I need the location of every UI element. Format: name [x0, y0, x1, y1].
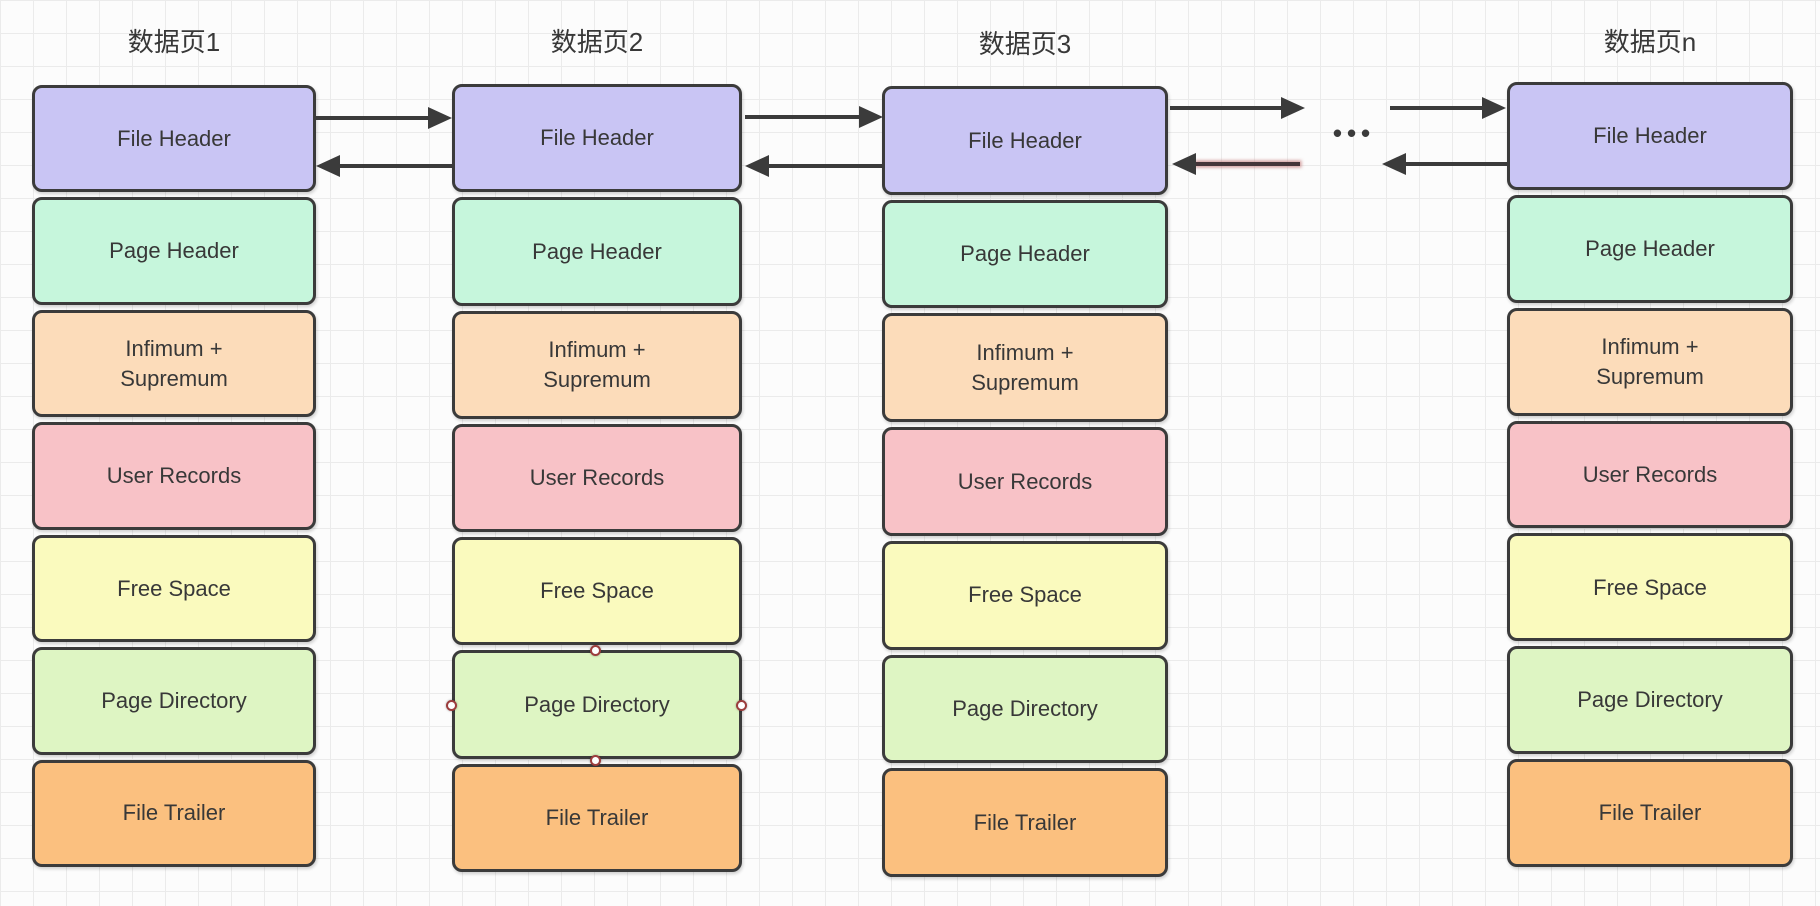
- pagen-column: File Header Page Header Infimum + Suprem…: [1507, 82, 1793, 868]
- block-label: Page Directory: [524, 691, 670, 717]
- page2-title[interactable]: 数据页2: [550, 27, 644, 57]
- block-label: Page Directory: [952, 696, 1098, 722]
- block-label: Infimum + Supremum: [1596, 333, 1704, 389]
- arrow-prev-page2-to-page1[interactable]: [340, 164, 452, 168]
- block-label: Infimum + Supremum: [120, 335, 228, 391]
- page1-page-header-block[interactable]: Page Header: [32, 197, 316, 305]
- block-label: Free Space: [968, 582, 1082, 608]
- page1-column: File Header Page Header Infimum + Suprem…: [32, 85, 316, 867]
- block-label: User Records: [1582, 461, 1718, 487]
- resize-handle-bottom[interactable]: [590, 755, 601, 766]
- pagen-title[interactable]: 数据页n: [1603, 27, 1697, 57]
- block-label: File Header: [968, 127, 1082, 153]
- page2-user-records-block[interactable]: User Records: [452, 423, 742, 533]
- page3-page-directory-block[interactable]: Page Directory: [882, 654, 1168, 764]
- ellipsis-dots[interactable]: •••: [1332, 118, 1376, 148]
- page1-file-trailer-block[interactable]: File Trailer: [32, 759, 316, 867]
- block-label: Infimum + Supremum: [971, 340, 1079, 395]
- arrow-prev-page3-to-page2[interactable]: [769, 164, 883, 168]
- block-label: User Records: [529, 465, 665, 491]
- block-label: Free Space: [540, 578, 654, 604]
- block-label: File Trailer: [1598, 800, 1702, 826]
- page2-free-space-block[interactable]: Free Space: [452, 537, 742, 646]
- block-label: File Trailer: [545, 804, 649, 830]
- arrow-next-page1-to-page2[interactable]: [316, 116, 428, 120]
- pagen-file-header-block[interactable]: File Header: [1507, 82, 1793, 190]
- page1-file-header-block[interactable]: File Header: [32, 85, 316, 193]
- page3-title[interactable]: 数据页3: [978, 29, 1072, 59]
- page3-page-header-block[interactable]: Page Header: [882, 199, 1168, 309]
- page2-file-header-block[interactable]: File Header: [452, 84, 742, 193]
- arrow-prev-pagen-to-ellipsis[interactable]: [1406, 162, 1507, 166]
- arrow-next-page3-to-ellipsis[interactable]: [1170, 106, 1281, 110]
- pagen-file-trailer-block[interactable]: File Trailer: [1507, 759, 1793, 868]
- block-label: File Header: [1593, 123, 1707, 149]
- block-label: Page Header: [1585, 235, 1715, 261]
- page1-page-directory-block[interactable]: Page Directory: [32, 647, 316, 755]
- page1-free-space-block[interactable]: Free Space: [32, 534, 316, 643]
- page2-column: File Header Page Header Infimum + Suprem…: [452, 84, 742, 872]
- arrow-prev-ellipsis-to-page3[interactable]: [1196, 162, 1300, 166]
- block-label: Page Header: [532, 238, 662, 264]
- page3-file-trailer-block[interactable]: File Trailer: [882, 768, 1168, 878]
- block-label: Page Header: [960, 241, 1090, 267]
- block-label: Free Space: [117, 575, 231, 601]
- block-label: Page Directory: [1577, 687, 1723, 713]
- pagen-infimum-supremum-block[interactable]: Infimum + Supremum: [1507, 307, 1793, 416]
- page1-infimum-supremum-block[interactable]: Infimum + Supremum: [32, 309, 316, 418]
- page3-infimum-supremum-block[interactable]: Infimum + Supremum: [882, 313, 1168, 423]
- block-label: Infimum + Supremum: [543, 337, 651, 392]
- block-label: User Records: [106, 463, 242, 489]
- block-label: Free Space: [1593, 574, 1707, 600]
- block-label: Page Header: [109, 238, 239, 264]
- arrow-next-page2-to-page3[interactable]: [745, 115, 859, 119]
- page2-file-trailer-block[interactable]: File Trailer: [452, 763, 742, 872]
- page2-page-directory-block[interactable]: Page Directory: [452, 650, 742, 759]
- block-label: File Trailer: [973, 809, 1077, 835]
- page3-file-header-block[interactable]: File Header: [882, 86, 1168, 195]
- pagen-free-space-block[interactable]: Free Space: [1507, 533, 1793, 642]
- block-label: File Trailer: [122, 800, 226, 826]
- resize-handle-top[interactable]: [590, 645, 601, 656]
- pagen-page-directory-block[interactable]: Page Directory: [1507, 646, 1793, 755]
- page3-user-records-block[interactable]: User Records: [882, 427, 1168, 536]
- page2-infimum-supremum-block[interactable]: Infimum + Supremum: [452, 310, 742, 419]
- page1-title[interactable]: 数据页1: [127, 27, 221, 57]
- page3-column: File Header Page Header Infimum + Suprem…: [882, 86, 1168, 878]
- resize-handle-right[interactable]: [736, 700, 747, 711]
- page1-user-records-block[interactable]: User Records: [32, 422, 316, 530]
- block-label: Page Directory: [101, 687, 247, 713]
- block-label: File Header: [117, 125, 231, 151]
- page2-page-header-block[interactable]: Page Header: [452, 197, 742, 306]
- block-label: File Header: [540, 125, 654, 151]
- block-label: User Records: [957, 468, 1093, 494]
- pagen-page-header-block[interactable]: Page Header: [1507, 194, 1793, 303]
- arrow-next-ellipsis-to-pagen[interactable]: [1390, 106, 1482, 110]
- pagen-user-records-block[interactable]: User Records: [1507, 420, 1793, 529]
- resize-handle-left[interactable]: [446, 700, 457, 711]
- page3-free-space-block[interactable]: Free Space: [882, 540, 1168, 650]
